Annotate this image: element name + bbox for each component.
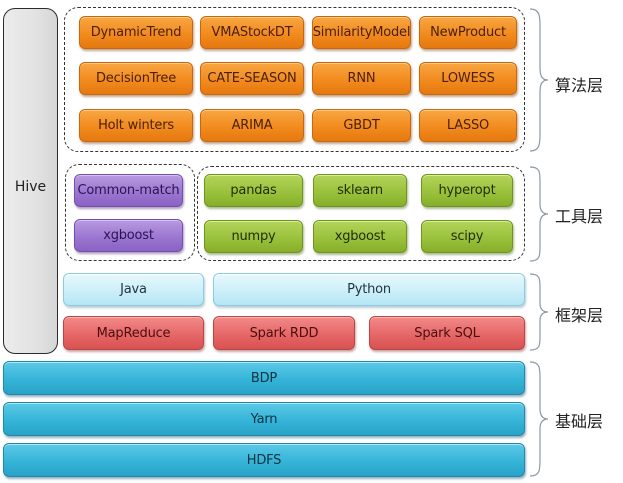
tool-layer-label: 工具层 [555,207,604,226]
base-brace-icon [529,361,549,477]
base-yarn[interactable]: Yarn [3,402,525,436]
framework-java[interactable]: Java [63,273,204,306]
tool-brace-icon [529,166,549,262]
framework-spark-rdd[interactable]: Spark RDD [213,316,355,350]
algo-decisiontree[interactable]: DecisionTree [79,62,193,95]
tool-sklearn[interactable]: sklearn [313,174,407,207]
tool-right-group-border [197,166,525,261]
framework-brace-icon [529,273,549,351]
algo-rnn[interactable]: RNN [312,62,411,95]
algo-newproduct[interactable]: NewProduct [419,16,517,49]
algo-cate-season[interactable]: CATE-SEASON [200,62,304,95]
tool-hyperopt[interactable]: hyperopt [421,174,513,207]
algo-similaritymodel[interactable]: SimilarityModel [312,16,411,49]
tool-numpy[interactable]: numpy [204,220,303,253]
algo-dynamictrend[interactable]: DynamicTrend [79,16,193,49]
base-layer-label: 基础层 [555,412,604,431]
algo-lowess[interactable]: LOWESS [419,62,517,95]
algo-vmastockdt[interactable]: VMAStockDT [200,16,304,49]
framework-python[interactable]: Python [213,273,525,306]
algorithm-group-border [64,7,525,152]
algo-arima[interactable]: ARIMA [200,109,304,142]
algo-lasso[interactable]: LASSO [419,109,517,142]
algorithm-layer-label: 算法层 [555,76,604,95]
base-hdfs[interactable]: HDFS [3,443,525,477]
tool-scipy[interactable]: scipy [421,220,513,253]
tool-common-match[interactable]: Common-match [74,174,183,207]
algo-holt-winters[interactable]: Holt winters [79,109,193,142]
base-bdp[interactable]: BDP [3,361,525,395]
tool-left-group-border [65,164,195,261]
tool-xgboost-right[interactable]: xgboost [313,220,407,253]
framework-layer-label: 框架层 [555,306,604,325]
framework-spark-sql[interactable]: Spark SQL [369,316,525,350]
tool-pandas[interactable]: pandas [204,174,303,207]
tool-xgboost-left[interactable]: xgboost [74,219,183,252]
algo-gbdt[interactable]: GBDT [312,109,411,142]
algorithm-brace-icon [529,8,549,152]
framework-mapreduce[interactable]: MapReduce [63,316,204,350]
hive-block: Hive [3,8,58,354]
hive-label: Hive [14,179,47,195]
